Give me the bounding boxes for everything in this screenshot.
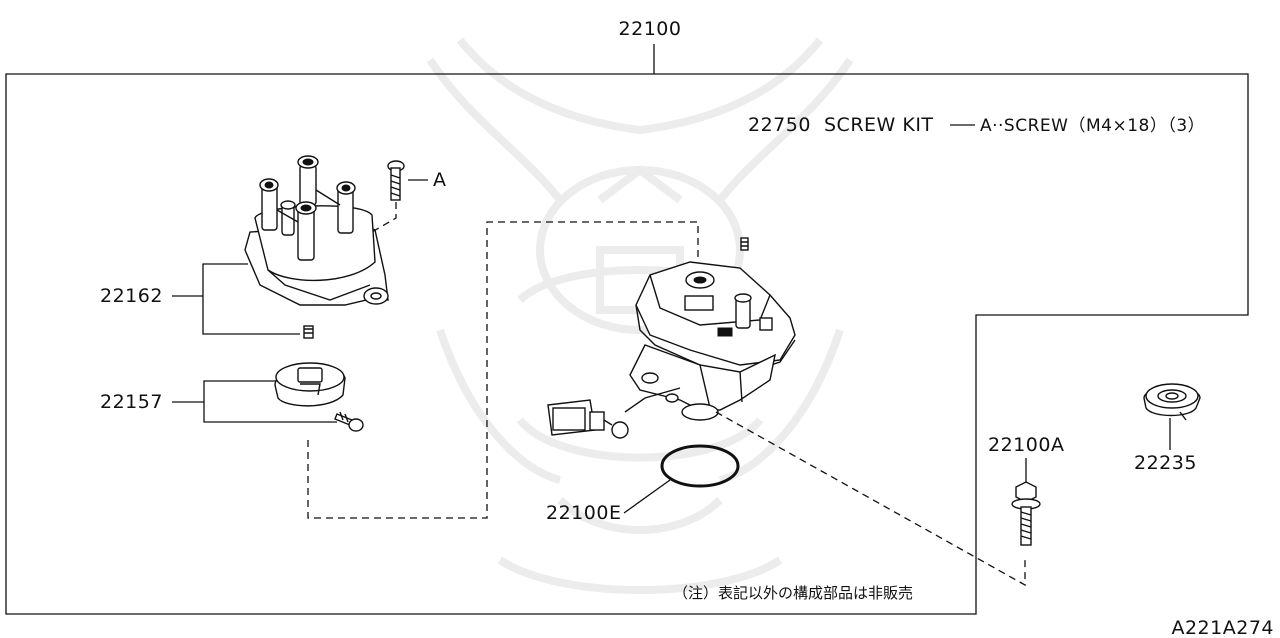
screw-ref-label: A [433, 169, 447, 191]
distributor-body-drawing [547, 237, 796, 439]
screw-kit-part-number: 22750 [748, 114, 811, 136]
screw-a-drawing [387, 160, 405, 201]
rotor-head-part-number: 22157 [100, 391, 163, 413]
footnote: （注）表記以外の構成部品は非販売 [673, 584, 913, 602]
distributor-bolt-drawing [1011, 481, 1041, 546]
distributor-cap-drawing [244, 155, 389, 339]
o-ring-leader [623, 479, 671, 514]
washer-drawing [1143, 383, 1201, 421]
distributor-cap-part-number: 22162 [100, 285, 163, 307]
o-ring-part-number: 22100E [546, 502, 621, 524]
rotor-dash-path [307, 221, 699, 519]
bolt-dash-path [715, 411, 1026, 587]
assembly-frame [5, 73, 1249, 615]
screw-kit-spec: A··SCREW（M4×18）（3） [980, 116, 1205, 136]
assembly-part-number: 22100 [619, 18, 682, 40]
washer-part-number: 22235 [1134, 452, 1197, 474]
screw-a-dash-to-cap [371, 202, 397, 233]
o-ring-drawing [660, 444, 740, 488]
cap-leader-bracket [202, 263, 300, 335]
distributor-bolt-part-number: 22100A [988, 434, 1064, 456]
rotor-leader-bracket [203, 380, 337, 423]
rotor-head-drawing [274, 362, 364, 432]
diagram-code: A221A274 [1171, 617, 1274, 638]
screw-kit-name: SCREW KIT [824, 114, 934, 136]
